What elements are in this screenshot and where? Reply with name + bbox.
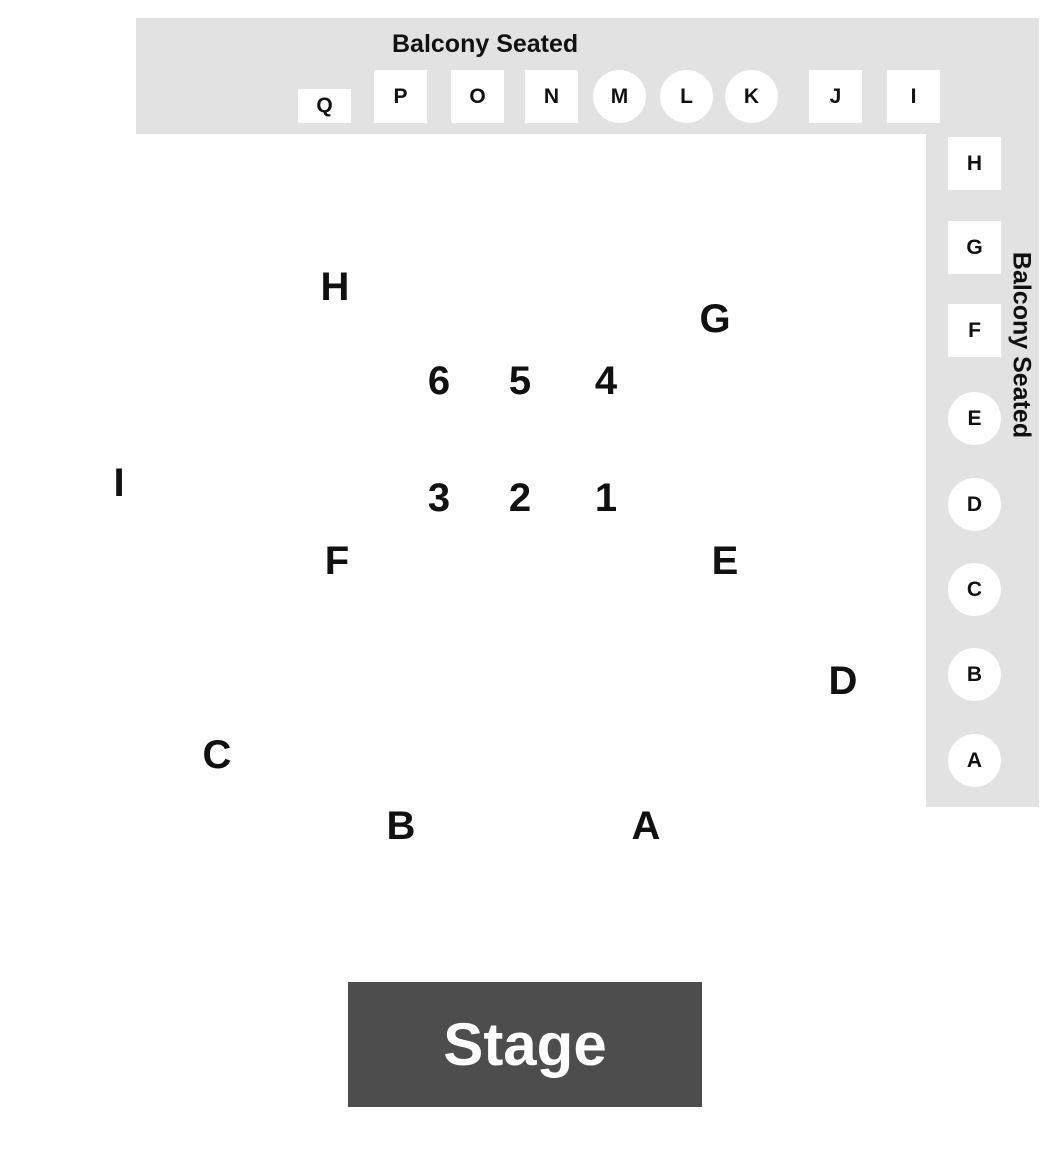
floor-section-i[interactable]: I (113, 461, 125, 505)
balcony-section-l[interactable]: L (660, 70, 713, 123)
balcony-section-e[interactable]: E (948, 392, 1001, 445)
floor-section-3[interactable]: 3 (427, 476, 451, 520)
balcony-section-c[interactable]: C (948, 563, 1001, 616)
floor-section-a[interactable]: A (631, 804, 661, 848)
floor-section-5[interactable]: 5 (508, 359, 532, 403)
balcony-section-a[interactable]: A (948, 734, 1001, 787)
floor-section-2[interactable]: 2 (508, 476, 532, 520)
balcony-right-title: Balcony Seated (1007, 251, 1036, 439)
balcony-section-i[interactable]: I (887, 70, 940, 123)
balcony-section-d[interactable]: D (948, 478, 1001, 531)
floor-section-f[interactable]: F (324, 539, 350, 583)
balcony-section-k[interactable]: K (725, 70, 778, 123)
balcony-section-n[interactable]: N (525, 70, 578, 123)
balcony-section-h[interactable]: H (948, 137, 1001, 190)
floor-section-6[interactable]: 6 (427, 359, 451, 403)
floor-section-c[interactable]: C (202, 733, 232, 777)
balcony-section-j[interactable]: J (809, 70, 862, 123)
floor-section-b[interactable]: B (386, 804, 416, 848)
stage: Stage (348, 982, 702, 1107)
floor-section-e[interactable]: E (711, 539, 739, 583)
balcony-section-g[interactable]: G (948, 221, 1001, 274)
floor-section-4[interactable]: 4 (594, 359, 618, 403)
balcony-section-b[interactable]: B (948, 648, 1001, 701)
floor-section-h[interactable]: H (320, 265, 350, 309)
balcony-section-f[interactable]: F (948, 304, 1001, 357)
balcony-section-o[interactable]: O (451, 70, 504, 123)
balcony-section-m[interactable]: M (593, 70, 646, 123)
balcony-top-title: Balcony Seated (392, 30, 579, 58)
floor-section-d[interactable]: D (828, 659, 858, 703)
balcony-section-q[interactable]: Q (298, 89, 351, 123)
stage-label: Stage (443, 1011, 607, 1078)
floor-section-1[interactable]: 1 (594, 476, 618, 520)
balcony-section-p[interactable]: P (374, 70, 427, 123)
floor-section-g[interactable]: G (699, 297, 731, 341)
